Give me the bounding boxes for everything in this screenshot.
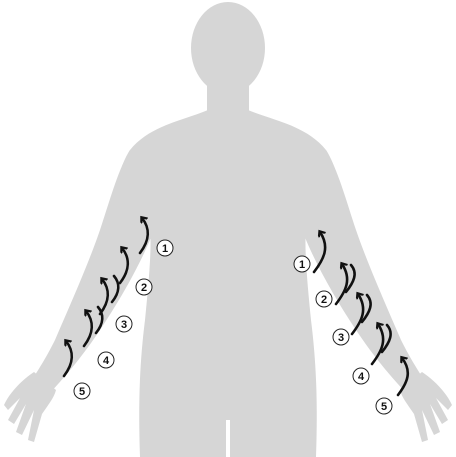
badge-right-4: 4 [98, 352, 114, 368]
badge-right-1: 1 [157, 240, 173, 256]
badge-left-3: 3 [333, 329, 349, 345]
badge-right-3: 3 [116, 316, 132, 332]
badge-left-5-label: 5 [381, 401, 387, 413]
badge-left-3-label: 3 [338, 332, 344, 344]
badge-right-3-label: 3 [121, 319, 127, 331]
right-arm [32, 150, 154, 395]
badge-left-4: 4 [353, 368, 369, 384]
badge-left-4-label: 4 [358, 371, 365, 383]
badge-left-2-label: 2 [321, 294, 327, 306]
badge-right-1-label: 1 [162, 243, 168, 255]
human-silhouette [4, 2, 452, 457]
leg-gap [226, 420, 230, 457]
badge-left-2: 2 [316, 291, 332, 307]
left-arm [302, 150, 424, 395]
badge-left-1: 1 [294, 256, 310, 272]
badge-right-4-label: 4 [103, 355, 110, 367]
head [191, 2, 265, 94]
badge-right-5: 5 [74, 383, 90, 399]
badge-right-5-label: 5 [79, 386, 85, 398]
badge-right-2-label: 2 [141, 282, 147, 294]
badge-right-2: 2 [136, 279, 152, 295]
badge-left-1-label: 1 [299, 259, 305, 271]
badge-left-5: 5 [376, 398, 392, 414]
